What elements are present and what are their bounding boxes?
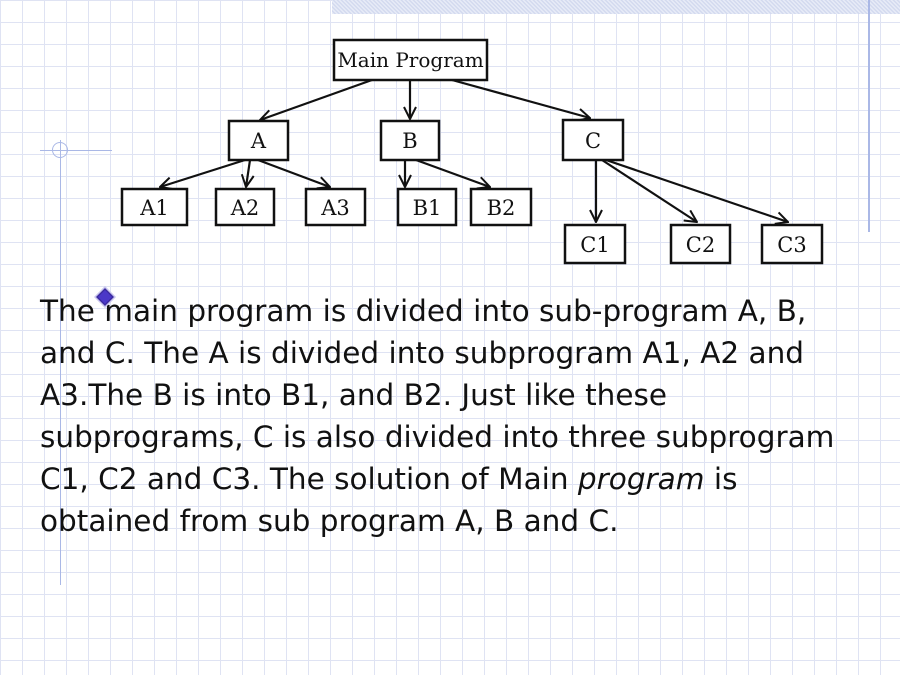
node-b1-label: B1: [413, 196, 442, 220]
left-accent-line: [60, 140, 61, 585]
node-b1: B1: [396, 187, 458, 227]
description-text-part1: The main program is divided into sub-pro…: [40, 294, 835, 496]
edge-a-a3: [257, 158, 330, 187]
description-text-part2: is obtained from sub program A, B and C.: [40, 462, 738, 538]
node-a3-label: A3: [320, 196, 350, 220]
node-main-program-label: Main Program: [337, 48, 483, 72]
node-a1-label: A1: [139, 196, 169, 220]
node-a3: A3: [304, 187, 367, 227]
description-paragraph: The main program is divided into sub-pro…: [40, 290, 860, 542]
edge-a-a1: [160, 158, 246, 187]
left-accent-crossline: [40, 150, 112, 151]
node-c-label: C: [585, 129, 601, 153]
description-emphasis: program: [577, 462, 705, 496]
top-decorative-band: [332, 0, 900, 14]
node-c1: C1: [563, 223, 627, 265]
edge-c-c2: [601, 159, 697, 222]
node-c3-label: C3: [777, 233, 806, 257]
right-accent-line: [868, 0, 870, 232]
node-a2: A2: [214, 187, 276, 227]
edge-a-a2: [246, 159, 250, 187]
edge-main-a: [260, 78, 373, 120]
node-a: A: [227, 119, 290, 162]
edge-b-b2: [415, 158, 490, 187]
node-c2: C2: [669, 223, 732, 265]
node-b: B: [379, 119, 441, 162]
diagram-edges: [160, 78, 788, 222]
node-b2-label: B2: [487, 196, 516, 220]
node-c1-label: C1: [580, 233, 609, 257]
node-b2: B2: [469, 187, 533, 227]
node-a-label: A: [250, 129, 267, 153]
hierarchy-diagram: Main Program A B C A1 A2 A3 B1: [120, 38, 824, 265]
left-accent-circle: [52, 142, 68, 158]
node-c: C: [561, 118, 625, 162]
diagram-nodes: Main Program A B C A1 A2 A3 B1: [120, 38, 824, 265]
node-c3: C3: [760, 223, 824, 265]
node-a2-label: A2: [230, 196, 260, 220]
edge-main-c: [451, 78, 590, 118]
edge-c-c3: [605, 158, 788, 222]
diamond-bullet-icon: [94, 286, 116, 308]
node-c2-label: C2: [686, 233, 715, 257]
node-a1: A1: [120, 187, 189, 227]
node-main-program: Main Program: [332, 38, 489, 82]
node-b-label: B: [402, 129, 417, 153]
